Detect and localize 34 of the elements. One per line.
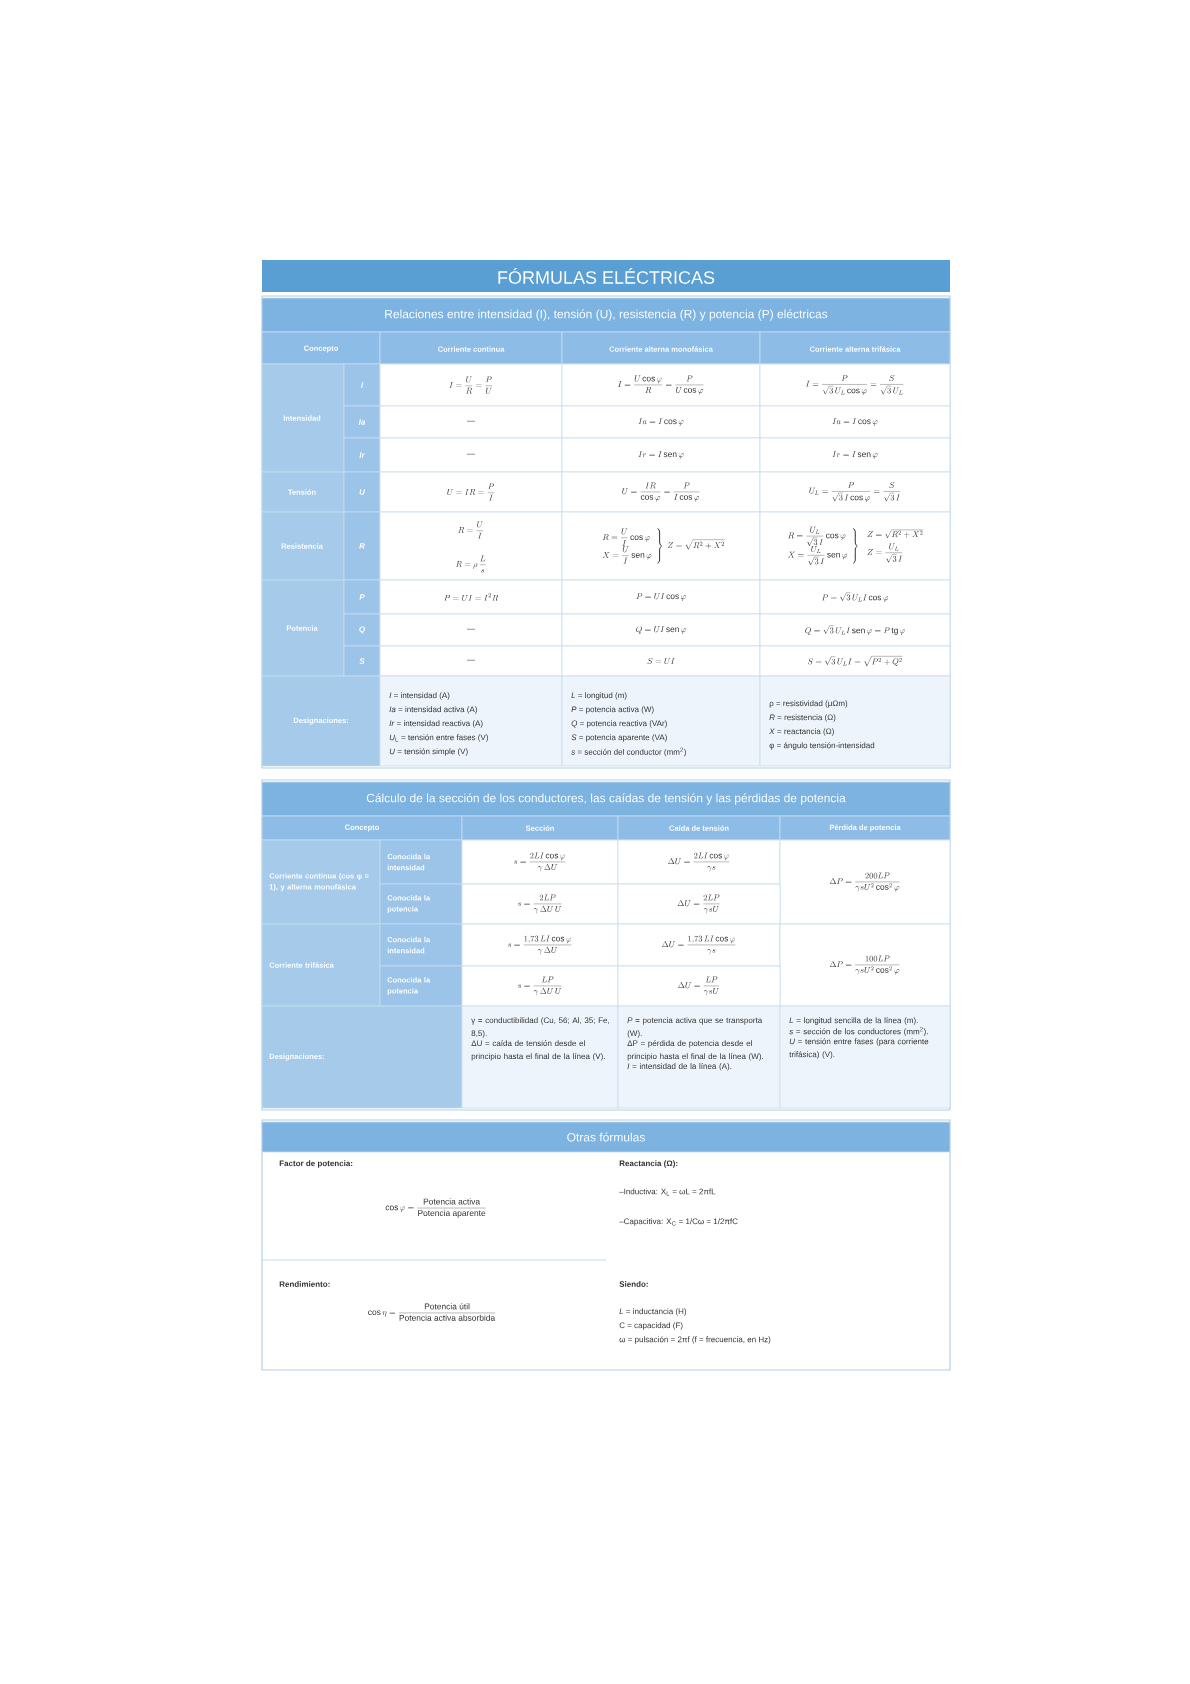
formula: $\Delta U = \frac{LP}{\gamma s U}$ (678, 976, 720, 996)
title-bar: FÓRMULAS ELÉCTRICAS (262, 260, 950, 292)
formula: $U = IR = \frac{P}{I}$ (447, 483, 495, 501)
formula: $\left.\begin{array}{l}R = \dfrac{U_L}{\sqrt{3}\,I}\cos\varphi\\[4pt] X = \dfrac{U_L}{\sqrt{3}\,I}\,\mathrm{sen}\,\varphi\end{array}\right\}\;\begin{array}{l}Z = \sqrt{R^2+X^2}\\[4pt] Z = \dfrac{U_L}{\sqrt{3}\,I}\end{array}$ (787, 526, 924, 566)
formula: $\left.\begin{array}{l}R = \dfrac{U}{I}\cos\varphi\\[4pt] X = \dfrac{U}{I}\,\mathrm{sen}\,\varphi\end{array}\right\}\; Z = \sqrt{R^2+X^2}$ (602, 528, 725, 564)
formula: $Q = \sqrt{3}\,U_L I\,\mathrm{sen}\,\varphi = P\,\mathrm{tg}\,\varphi$ (805, 625, 905, 635)
formula: $\Delta P = \frac{100LP}{\gamma s U^2\cos^2\varphi}$ (829, 955, 900, 975)
formula: $I = \frac{U}{R} = \frac{P}{U}$ (449, 376, 493, 394)
formula: $I = \frac{U\cos\varphi}{R} = \frac{P}{U\cos\varphi}$ (617, 375, 704, 395)
formula: $R = \rho\,\frac{L}{s}$ (455, 555, 486, 573)
formula: $Ir = I\,\mathrm{sen}\,\varphi$ (832, 451, 878, 459)
formula: $S = UI$ (647, 657, 675, 665)
formula: $Ir = I\,\mathrm{sen}\,\varphi$ (638, 451, 684, 459)
formula: $S = \sqrt{3}\,U_L I = \sqrt{P^2+Q^2}$ (807, 656, 903, 667)
formula: $P = UI = I^2R$ (444, 593, 499, 601)
formula: $Ia = I\cos\varphi$ (638, 418, 684, 426)
formula: $U = \frac{IR}{\cos\varphi} = \frac{P}{I\cos\varphi}$ (622, 482, 700, 502)
formula: $P = UI\cos\varphi$ (636, 593, 686, 601)
formula: $\cos\varphi = \frac{\mbox{Potencia activa}}{\mbox{Potencia aparente}}$ (385, 1198, 486, 1218)
formula: $s = \frac{2LI\cos\varphi}{\gamma\,\Delta U}$ (514, 852, 566, 872)
formula: $\Delta P = \frac{200LP}{\gamma s U^2\cos^2\varphi}$ (829, 872, 900, 892)
formula: $R = \frac{U}{I}$ (458, 521, 484, 539)
formula: $U_L = \frac{P}{\sqrt{3}\,I\cos\varphi} = \frac{S}{\sqrt{3}\,I}$ (809, 481, 901, 503)
formula: $\Delta U = \frac{2LI\cos\varphi}{\gamma s}$ (668, 852, 730, 872)
formula: $Q = UI\,\mathrm{sen}\,\varphi$ (636, 626, 687, 634)
formula: $Ia = I\cos\varphi$ (832, 418, 878, 426)
formula: $s = \frac{LP}{\gamma\,\Delta U\,U}$ (517, 976, 562, 996)
formula: $\Delta U = \frac{1{,}73\,LI\cos\varphi}{\gamma s}$ (662, 935, 736, 955)
formula: $\Delta U = \frac{2LP}{\gamma s U}$ (677, 894, 720, 914)
formula: $s = \frac{1{,}73\,LI\cos\varphi}{\gamma\,\Delta U}$ (508, 935, 572, 955)
formula: $s = \frac{2LP}{\gamma\,\Delta U\,U}$ (517, 894, 562, 914)
formula: $P = \sqrt{3}\,U_L I\cos\varphi$ (821, 592, 889, 602)
formula: $I = \frac{P}{\sqrt{3}\,U_L\cos\varphi} = \frac{S}{\sqrt{3}\,U_L}$ (805, 374, 904, 396)
formula: $\cos\eta = \frac{\mbox{Potencia útil}}{\mbox{Potencia activa absorbida}}$ (368, 1303, 496, 1321)
